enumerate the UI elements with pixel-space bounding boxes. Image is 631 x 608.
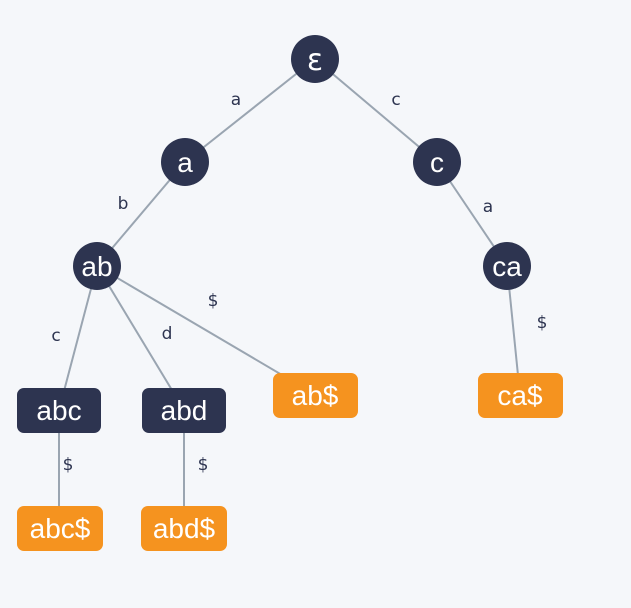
node-ca: ca — [483, 242, 531, 290]
node-abd: abd — [142, 388, 226, 433]
edge-label-abd-abdend: $ — [198, 455, 209, 475]
edge-label-ca-caend: $ — [537, 313, 548, 333]
edge-label-c-ca: a — [483, 197, 493, 217]
edge-label-a-ab: b — [118, 194, 129, 214]
node-label-abd: abd — [161, 395, 208, 426]
node-label-root: ε — [307, 43, 323, 78]
node-label-abc: abc — [36, 395, 81, 426]
node-label-ca-end: ca$ — [497, 380, 543, 411]
edges — [58, 58, 521, 528]
edge-label-ab-abend: $ — [208, 291, 219, 311]
edge-label-root-a: a — [231, 90, 241, 110]
edge-labels: a c b a c d $ $ $ $ — [51, 90, 547, 475]
edge-label-ab-abc: c — [51, 326, 60, 346]
edge-root-c — [314, 58, 438, 163]
node-c: c — [413, 138, 461, 186]
edge-label-root-c: c — [391, 90, 400, 110]
edge-label-ab-abd: d — [162, 324, 173, 344]
node-abc: abc — [17, 388, 101, 433]
node-abc-end: abc$ — [17, 506, 103, 551]
edge-ab-abc — [58, 265, 98, 411]
edge-label-abc-abcend: $ — [63, 455, 74, 475]
node-ab-end: ab$ — [273, 373, 358, 418]
node-label-abd-end: abd$ — [153, 513, 216, 544]
node-a: a — [161, 138, 209, 186]
node-ab: ab — [73, 242, 121, 290]
node-root: ε — [291, 35, 339, 83]
node-ca-end: ca$ — [478, 373, 563, 418]
edge-ab-abd — [96, 265, 185, 411]
node-label-a: a — [177, 147, 193, 178]
node-abd-end: abd$ — [141, 506, 227, 551]
node-label-abc-end: abc$ — [30, 513, 91, 544]
node-label-ab: ab — [81, 251, 112, 282]
node-label-ca: ca — [492, 251, 522, 282]
edge-root-a — [184, 58, 316, 163]
node-label-c: c — [430, 147, 444, 178]
node-label-ab-end: ab$ — [292, 380, 339, 411]
